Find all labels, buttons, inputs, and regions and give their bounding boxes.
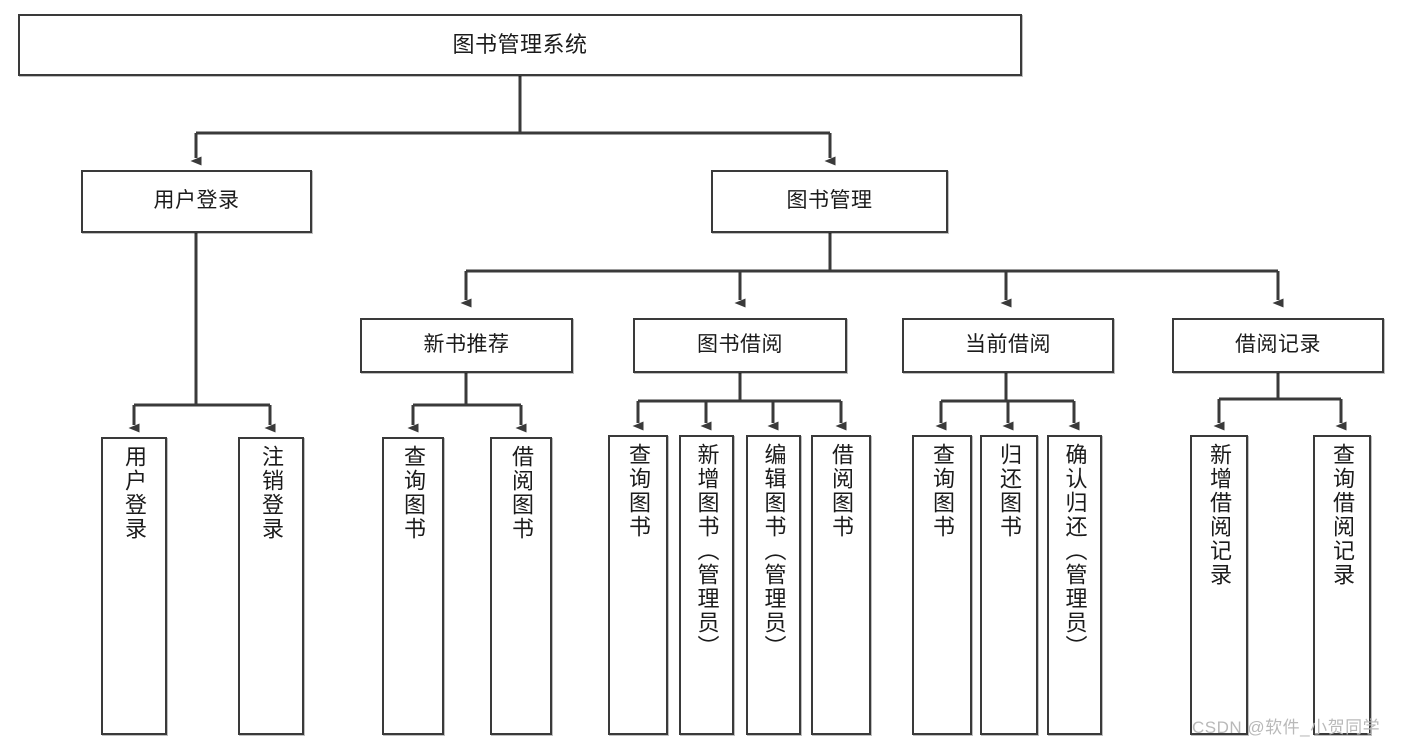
- node-leaf-user-login-label: 用户登录: [121, 445, 147, 541]
- node-new-book-recommend-label: 新书推荐: [423, 333, 510, 357]
- node-leaf-return-book-label: 归还图书: [996, 443, 1022, 539]
- node-leaf-borrow-book-2-label: 借阅图书: [828, 443, 854, 539]
- node-book-manage[interactable]: 图书管理: [711, 170, 948, 233]
- node-root[interactable]: 图书管理系统: [18, 14, 1022, 76]
- node-leaf-query-book-3[interactable]: 查询图书: [912, 435, 972, 735]
- node-leaf-edit-book-label: 编辑图书（管理员）: [761, 443, 787, 659]
- node-leaf-user-login[interactable]: 用户登录: [101, 437, 167, 735]
- csdn-watermark: CSDN @软件_小贺同学: [1192, 718, 1381, 737]
- node-book-manage-label: 图书管理: [786, 189, 873, 213]
- node-current-borrow[interactable]: 当前借阅: [902, 318, 1114, 373]
- node-leaf-borrow-book-1[interactable]: 借阅图书: [490, 437, 552, 735]
- node-leaf-query-book-1[interactable]: 查询图书: [382, 437, 444, 735]
- node-current-borrow-label: 当前借阅: [965, 333, 1051, 357]
- node-root-label: 图书管理系统: [452, 31, 588, 57]
- node-leaf-add-record-label: 新增借阅记录: [1206, 443, 1232, 587]
- node-user-login-label: 用户登录: [153, 189, 240, 213]
- node-book-borrow-label: 图书借阅: [697, 333, 783, 357]
- node-leaf-add-record[interactable]: 新增借阅记录: [1190, 435, 1248, 735]
- node-new-book-recommend[interactable]: 新书推荐: [360, 318, 573, 373]
- node-borrow-record-label: 借阅记录: [1235, 333, 1321, 357]
- node-leaf-query-book-2[interactable]: 查询图书: [608, 435, 668, 735]
- node-leaf-return-book[interactable]: 归还图书: [980, 435, 1038, 735]
- node-leaf-logout[interactable]: 注销登录: [238, 437, 304, 735]
- node-leaf-edit-book[interactable]: 编辑图书（管理员）: [746, 435, 801, 735]
- node-leaf-query-book-3-label: 查询图书: [929, 443, 955, 539]
- node-leaf-add-book[interactable]: 新增图书（管理员）: [679, 435, 734, 735]
- node-leaf-add-book-label: 新增图书（管理员）: [694, 443, 720, 659]
- node-leaf-borrow-book-2[interactable]: 借阅图书: [811, 435, 871, 735]
- node-leaf-confirm-return-label: 确认归还（管理员）: [1062, 443, 1088, 659]
- node-leaf-query-book-1-label: 查询图书: [400, 445, 426, 541]
- node-leaf-logout-label: 注销登录: [258, 445, 284, 541]
- node-leaf-borrow-book-1-label: 借阅图书: [508, 445, 534, 541]
- node-user-login[interactable]: 用户登录: [81, 170, 312, 233]
- node-leaf-confirm-return[interactable]: 确认归还（管理员）: [1047, 435, 1102, 735]
- node-borrow-record[interactable]: 借阅记录: [1172, 318, 1384, 373]
- node-leaf-query-record-label: 查询借阅记录: [1329, 443, 1355, 587]
- node-leaf-query-record[interactable]: 查询借阅记录: [1313, 435, 1371, 735]
- node-book-borrow[interactable]: 图书借阅: [633, 318, 847, 373]
- node-leaf-query-book-2-label: 查询图书: [625, 443, 651, 539]
